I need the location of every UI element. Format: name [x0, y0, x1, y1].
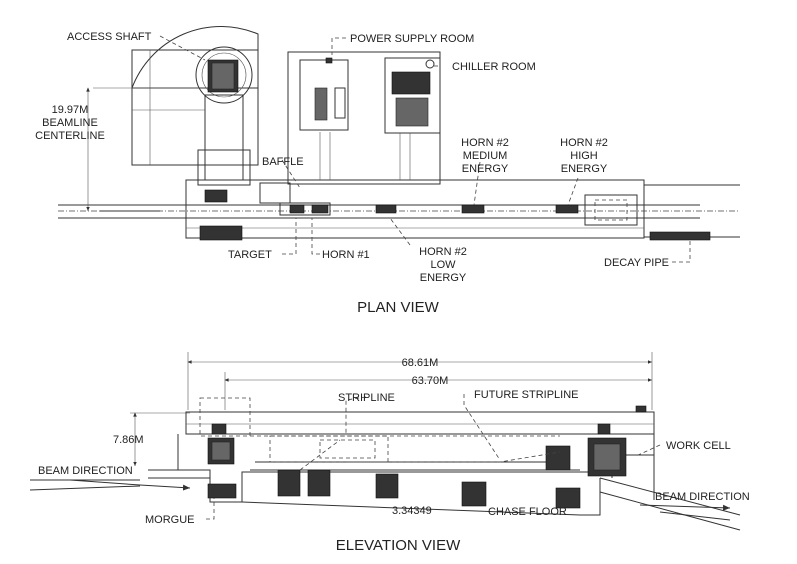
elev-label-beam-direction-in: BEAM DIRECTION: [38, 465, 133, 477]
horn2-medium-unit: [461, 204, 485, 214]
elev-label-future-stripline: FUTURE STRIPLINE: [474, 389, 579, 401]
plan-label-horn2-high-3: ENERGY: [561, 163, 608, 175]
plan-offset-value: 19.97M: [52, 104, 89, 116]
plan-label-horn2-low-3: ENERGY: [420, 272, 467, 284]
plan-label-horn2-medium-2: MEDIUM: [463, 150, 508, 162]
horn2-high-unit: [555, 204, 579, 214]
plan-label-horn2-low-1: HORN #2: [419, 246, 467, 258]
elev-label-morgue: MORGUE: [145, 514, 195, 526]
elevation-view-title: ELEVATION VIEW: [336, 537, 461, 554]
plan-label-horn2-medium-3: ENERGY: [462, 163, 509, 175]
elev-dim-inner: 63.70M: [412, 375, 449, 387]
plan-label-target: TARGET: [228, 249, 272, 261]
plan-label-horn2-high-2: HIGH: [570, 150, 598, 162]
access-shaft: [131, 25, 259, 186]
plan-offset-caption-2: CENTERLINE: [35, 130, 105, 142]
horn2-low-unit: [375, 204, 397, 214]
elevation-equipment: [207, 423, 627, 509]
plan-label-horn1: HORN #1: [322, 249, 370, 261]
plan-label-horn2-medium-1: HORN #2: [461, 137, 509, 149]
plan-label-access-shaft: ACCESS SHAFT: [67, 31, 152, 43]
plan-label-baffle: BAFFLE: [262, 156, 304, 168]
power-supply-room: [287, 51, 441, 185]
morgue-module: [207, 483, 237, 499]
elev-slope: 3.34349: [392, 505, 432, 517]
horn1-unit: [311, 204, 329, 214]
plan-view-title: PLAN VIEW: [357, 299, 440, 316]
elev-label-work-cell: WORK CELL: [666, 440, 731, 452]
target-unit: [289, 204, 305, 214]
plan-label-power-supply-room: POWER SUPPLY ROOM: [350, 33, 474, 45]
plan-label-decay-pipe: DECAY PIPE: [604, 257, 669, 269]
plan-label-horn2-high-1: HORN #2: [560, 137, 608, 149]
plan-view: ACCESS SHAFT POWER SUPPLY ROOM CHILLER R…: [35, 25, 740, 316]
chiller-room: [384, 57, 441, 180]
elev-dim-overall: 68.61M: [402, 357, 439, 369]
plan-label-chiller-room: CHILLER ROOM: [452, 61, 536, 73]
elev-label-stripline: STRIPLINE: [338, 392, 395, 404]
elev-height: 7.86M: [113, 434, 144, 446]
elevation-view: STRIPLINE FUTURE STRIPLINE 68.61M 63.70M…: [29, 352, 750, 554]
plan-label-horn2-low-2: LOW: [430, 259, 456, 271]
elev-label-chase-floor: CHASE FLOOR: [488, 506, 567, 518]
elev-label-beam-direction-out: BEAM DIRECTION: [655, 491, 750, 503]
plan-offset-caption-1: BEAMLINE: [42, 117, 98, 129]
